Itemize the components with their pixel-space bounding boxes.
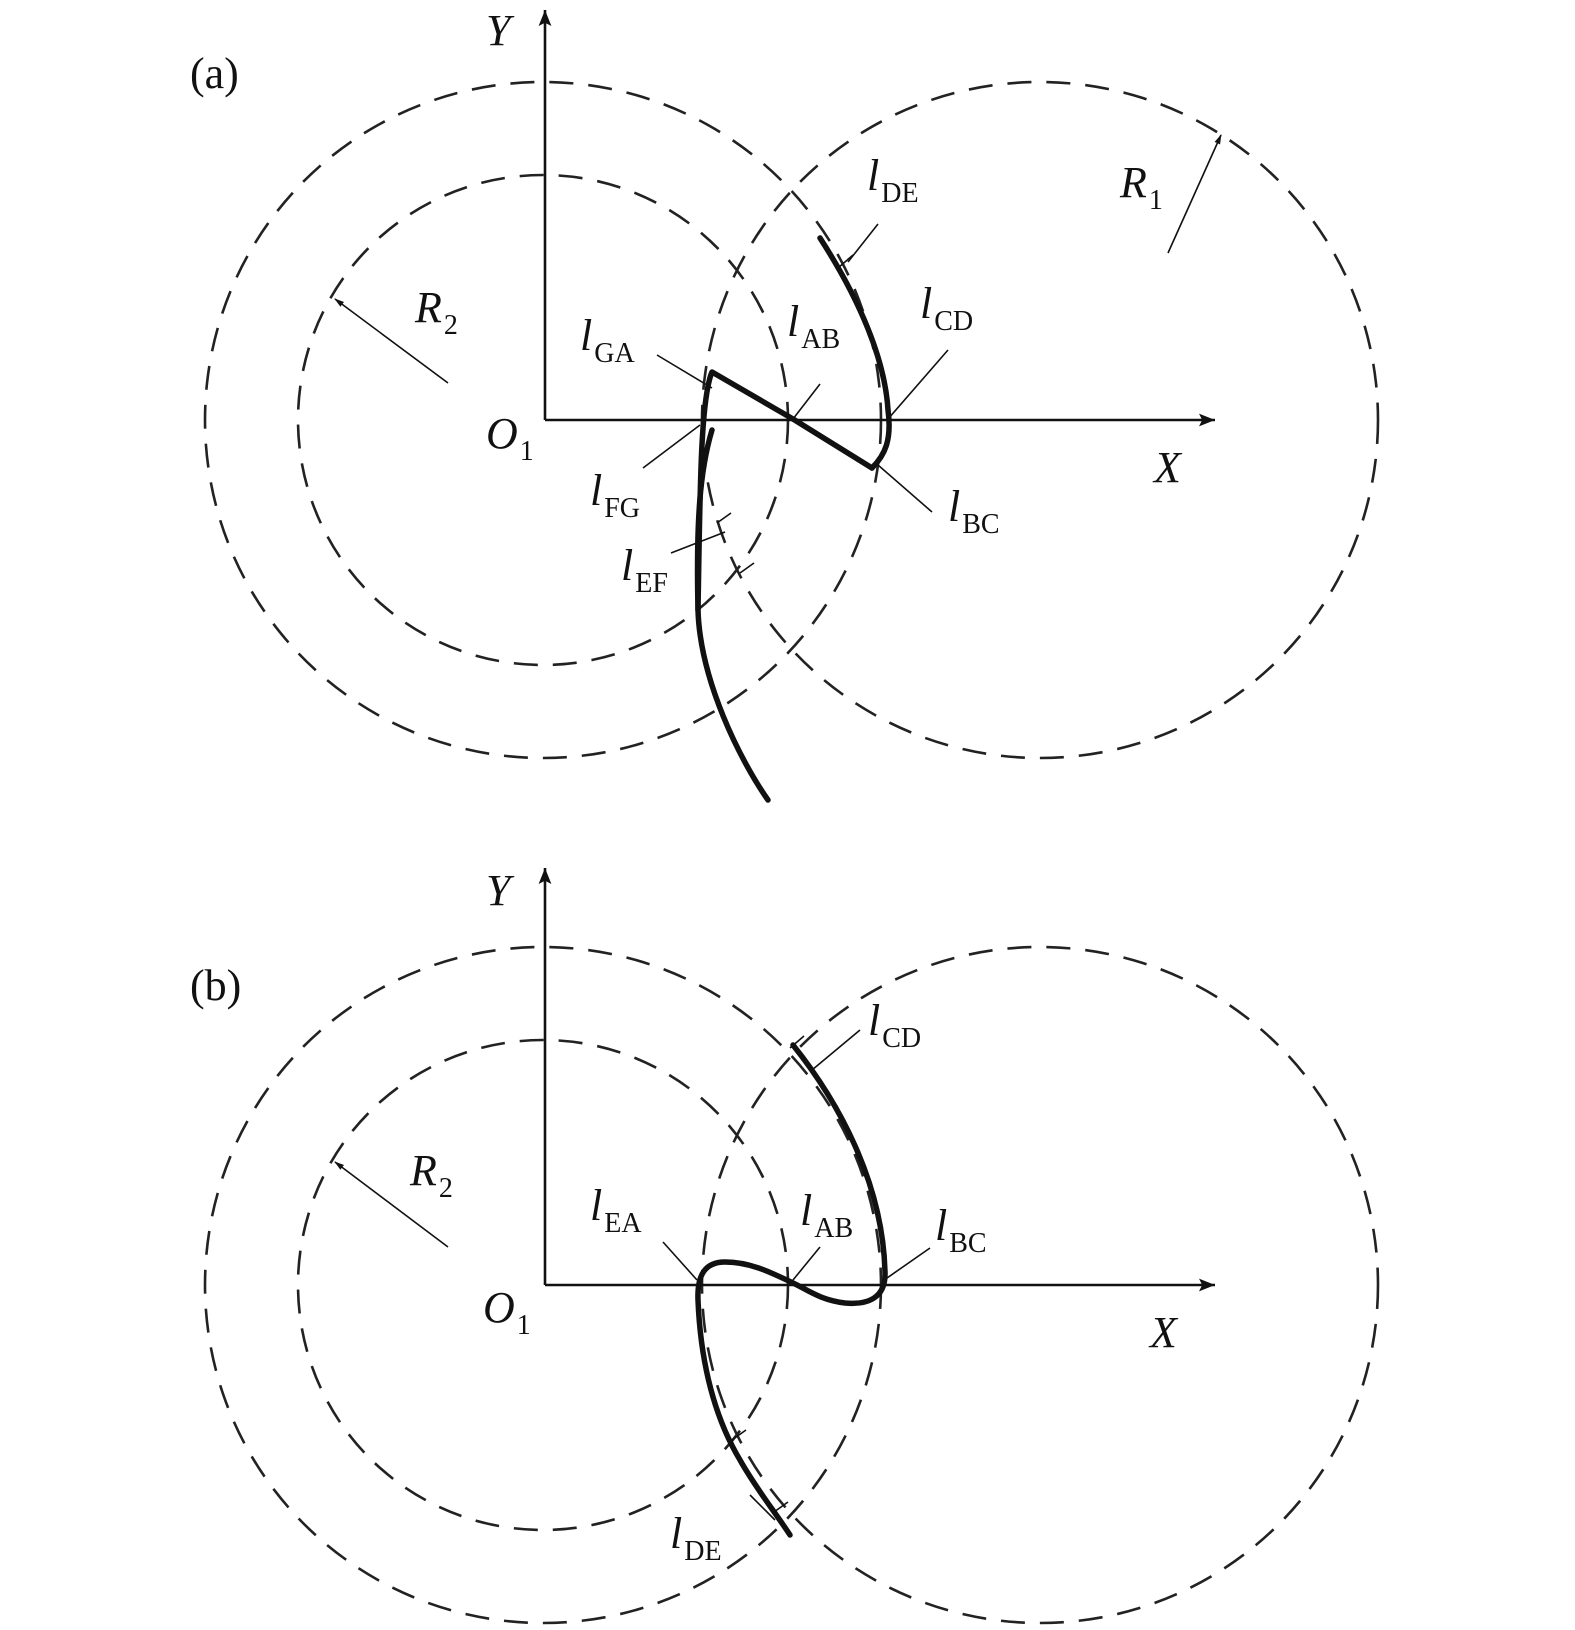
tick-de-b [731, 1429, 747, 1441]
leader-de [847, 223, 879, 263]
profile-curve-de-cd [817, 235, 892, 471]
leader-de-b [749, 1494, 776, 1521]
radius-arrow-r2-b [334, 1161, 449, 1248]
y-axis-label-b: Y [486, 866, 515, 915]
label-l-de-b: lDE [670, 1509, 722, 1567]
leader-cd [887, 349, 949, 420]
tick-de-b-2 [773, 1501, 789, 1513]
panel-b-tag: (b) [190, 961, 241, 1010]
profile-curve-ga-ab-bc [695, 369, 875, 613]
y-axis-label: Y [486, 6, 515, 55]
label-l-fg: lFG [590, 466, 640, 524]
leader-fg [642, 424, 701, 469]
panel-a: (a) Y X O1 R1 R2 lDE lCD lAB lGA lFG lBC… [190, 6, 1380, 803]
label-l-cd-b: lCD [868, 996, 921, 1054]
label-l-ea-b: lEA [590, 1181, 642, 1239]
r2-label-b: R2 [409, 1146, 453, 1204]
tick-ef [716, 512, 732, 524]
origin-label-b: O1 [483, 1283, 531, 1341]
label-l-ab: lAB [787, 297, 840, 355]
radius-arrow-r1 [1167, 134, 1222, 254]
r2-label: R2 [414, 283, 458, 341]
tick-ef-2 [739, 562, 755, 574]
label-l-ga: lGA [580, 311, 635, 369]
label-l-de: lDE [867, 151, 919, 209]
leader-ef [670, 531, 726, 554]
leader-ab [792, 383, 821, 420]
label-l-ef: lEF [621, 541, 668, 599]
leader-ga [656, 354, 713, 389]
panel-a-tag: (a) [190, 49, 239, 98]
leader-cd-b [811, 1029, 861, 1071]
leader-bc [877, 464, 933, 513]
x-axis-label-b: X [1148, 1308, 1179, 1357]
profile-curve-b [695, 1042, 888, 1538]
radius-arrow-r2 [334, 298, 449, 384]
panel-b: (b) Y X O1 R2 lCD lEA lAB lBC lDE [190, 866, 1380, 1625]
x-axis-label: X [1152, 443, 1183, 492]
tick-cd-b [789, 1035, 805, 1049]
label-l-bc: lBC [948, 482, 1000, 540]
tick-de [837, 254, 854, 269]
label-l-cd: lCD [920, 279, 973, 337]
label-l-bc-b: lBC [935, 1201, 987, 1259]
leader-bc-b [886, 1247, 931, 1279]
leader-ab-b [792, 1246, 821, 1281]
r1-label: R1 [1119, 158, 1163, 216]
leader-ea-b [662, 1241, 698, 1281]
origin-label: O1 [486, 409, 534, 467]
label-l-ab-b: lAB [800, 1186, 853, 1244]
